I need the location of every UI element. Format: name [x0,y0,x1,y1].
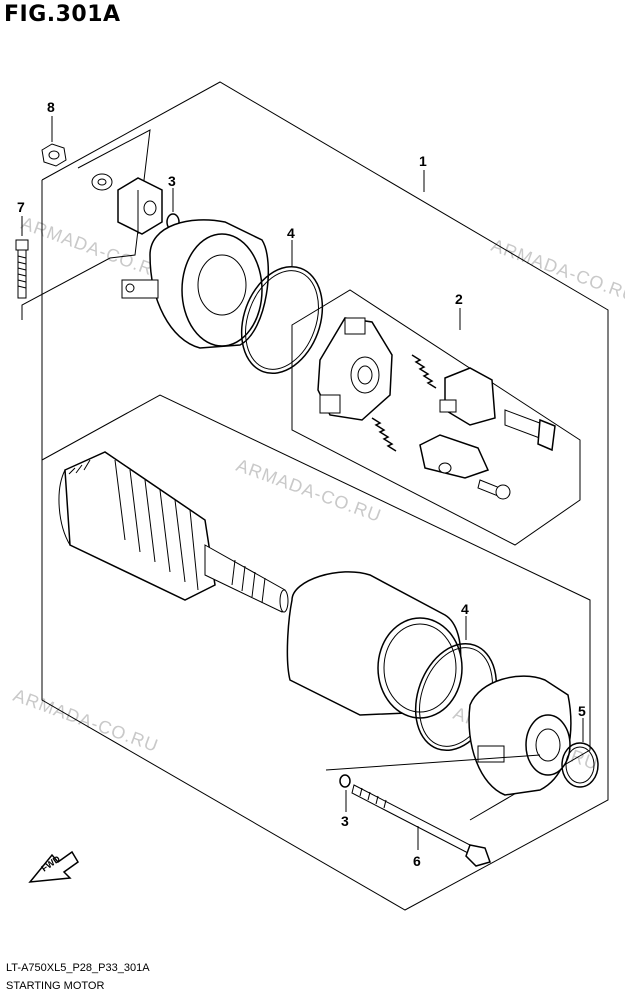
brush-holder [317,317,393,421]
o-ring-4-upper [240,265,324,375]
upper-frame [21,129,151,320]
front-housing [468,675,572,796]
brush-holder-box [291,289,581,546]
figure-code: LT-A750XL5_P28_P33_301A [6,962,150,974]
callout-4-upper: 4 [287,225,295,241]
o-ring-3-lower [339,774,351,788]
callout-5: 5 [578,703,586,719]
through-bolt-6 [351,784,491,867]
bolt-7 [15,239,29,299]
o-ring-5 [561,742,599,788]
callout-8: 8 [47,99,55,115]
terminal-cap [117,177,163,235]
assembly-outline [41,81,609,911]
spring-lower [371,417,397,452]
spring-upper [411,354,437,389]
yoke [286,571,463,719]
watermark-2: ARMADA-CO.RU [489,235,625,306]
callout-7: 7 [17,199,25,215]
brush-terminal-lower [419,434,490,479]
callout-3-upper: 3 [168,173,176,189]
armature [58,451,289,613]
small-screw [477,479,511,500]
callout-1: 1 [419,153,427,169]
terminal-screw [504,409,556,452]
rear-housing [121,219,270,349]
leader-lines [21,116,584,850]
watermark-4: ARMADA-CO.RU [11,685,162,756]
callouts: 1 2 3 4 4 5 3 6 7 8 [17,99,586,869]
nut-8 [41,143,67,167]
brush-terminal-upper [439,367,496,426]
fwd-arrow: FWD [28,850,79,883]
callout-6: 6 [413,853,421,869]
callout-4-lower: 4 [461,601,469,617]
callout-2: 2 [455,291,463,307]
figure-caption: STARTING MOTOR [6,980,105,992]
callout-3-lower: 3 [341,813,349,829]
figure-title: FIG.301A [4,2,121,27]
